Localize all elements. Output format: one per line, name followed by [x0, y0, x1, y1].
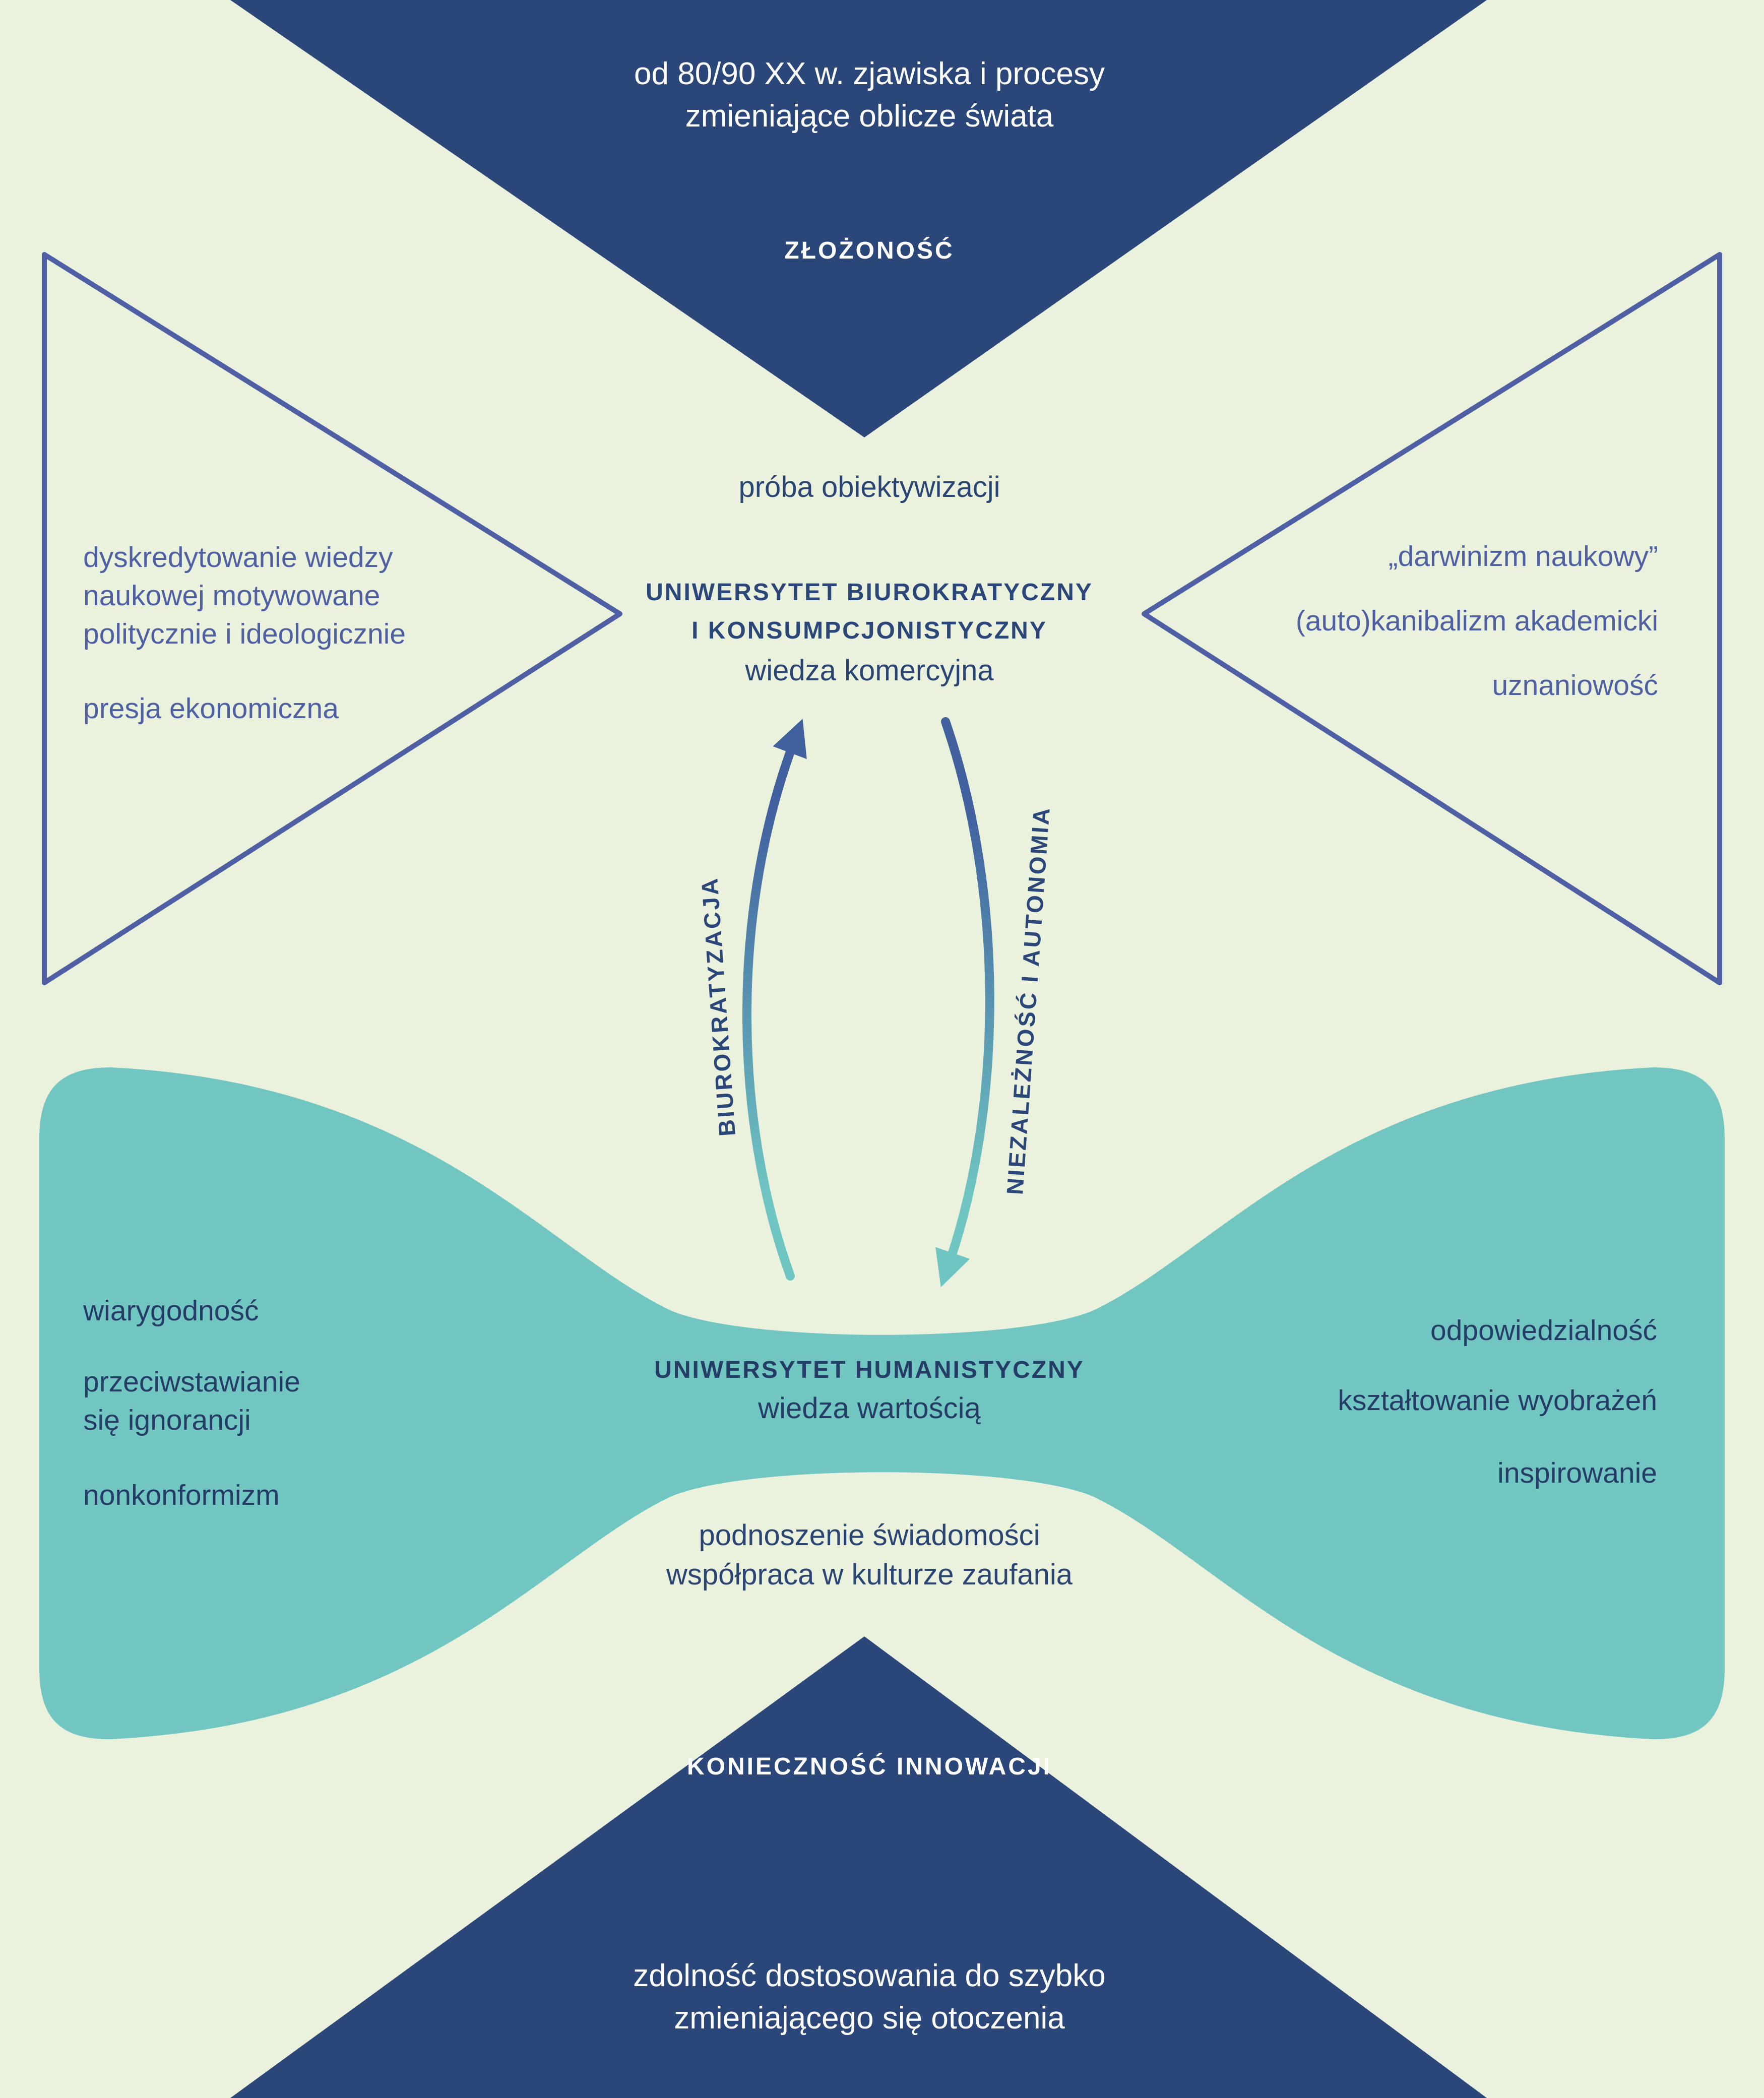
left-outline-triangle-shape	[42, 252, 622, 985]
bureaucratic-title-line2: I KONSUMPCJONISTYCZNY	[691, 617, 1047, 644]
humanistic-left-item1: wiarygodność	[83, 1295, 259, 1327]
top-triangle-shape	[230, 0, 1487, 437]
left-triangle-block1: dyskredytowanie wiedzy naukowej motywowa…	[83, 538, 587, 653]
left-triangle-block1-line1: dyskredytowanie wiedzy	[83, 541, 393, 574]
left-triangle-block1-line3: politycznie i ideologicznie	[83, 618, 406, 650]
bottom-heading-line1: zdolność dostosowania do szybko	[633, 1958, 1106, 1993]
top-heading-line2: zmieniające oblicze świata	[685, 99, 1054, 134]
bureaucratic-subtitle: wiedza komercyjna	[745, 654, 994, 687]
humanistic-left-item2: przeciwstawianie się ignorancji	[83, 1363, 537, 1439]
left-triangle-block2: presja ekonomiczna	[83, 692, 339, 725]
bottom-heading: zdolność dostosowania do szybko zmieniaj…	[365, 1955, 1373, 2040]
bureaucratic-title: UNIWERSYTET BIUROKRATYCZNY I KONSUMPCJON…	[365, 574, 1373, 650]
right-triangle-item3: uznaniowość	[1492, 669, 1658, 702]
right-outline-triangle-shape	[1142, 252, 1722, 985]
humanistic-left-item3: nonkonformizm	[83, 1479, 280, 1511]
top-label-zlozonosc: ZŁOŻONOŚĆ	[784, 237, 955, 264]
bottom-triangle-shape	[230, 1636, 1487, 2098]
humanistic-bottom-line2: współpraca w kulturze zaufania	[666, 1558, 1073, 1591]
humanistic-right-item2: kształtowanie wyobrażeń	[1338, 1384, 1657, 1417]
left-triangle-block1-line2: naukowej motywowane	[83, 580, 381, 612]
humanistic-bottom-text: podnoszenie świadomości współpraca w kul…	[365, 1516, 1373, 1595]
arrow-down	[935, 717, 994, 1288]
humanistic-left-item2-line1: przeciwstawianie	[83, 1366, 300, 1398]
humanistic-title: UNIWERSYTET HUMANISTYCZNY	[654, 1357, 1085, 1383]
right-triangle-item2: (auto)kanibalizm akademicki	[1295, 605, 1658, 637]
humanistic-bowtie-shape	[39, 1067, 1725, 1740]
bureaucratic-title-line1: UNIWERSYTET BIUROKRATYCZNY	[646, 579, 1093, 606]
humanistic-right-item3: inspirowanie	[1497, 1457, 1657, 1489]
humanistic-right-item1: odpowiedzialność	[1430, 1314, 1657, 1347]
bottom-heading-line2: zmieniającego się otoczenia	[674, 2001, 1065, 2036]
humanistic-left-item2-line2: się ignorancji	[83, 1404, 251, 1436]
top-heading: od 80/90 XX w. zjawiska i procesy zmieni…	[365, 53, 1373, 138]
right-triangle-list: „darwinizm naukowy” (auto)kanibalizm aka…	[1104, 524, 1658, 718]
humanistic-subtitle: wiedza wartością	[758, 1392, 981, 1425]
center-intro: próba obiektywizacji	[738, 471, 1000, 503]
arrow-up	[742, 719, 807, 1281]
right-triangle-item1: „darwinizm naukowy”	[1388, 540, 1658, 573]
top-heading-line1: od 80/90 XX w. zjawiska i procesy	[634, 56, 1105, 91]
bottom-label-innowacje: KONIECZNOŚĆ INNOWACJI	[686, 1753, 1052, 1780]
humanistic-bottom-line1: podnoszenie świadomości	[699, 1519, 1040, 1552]
